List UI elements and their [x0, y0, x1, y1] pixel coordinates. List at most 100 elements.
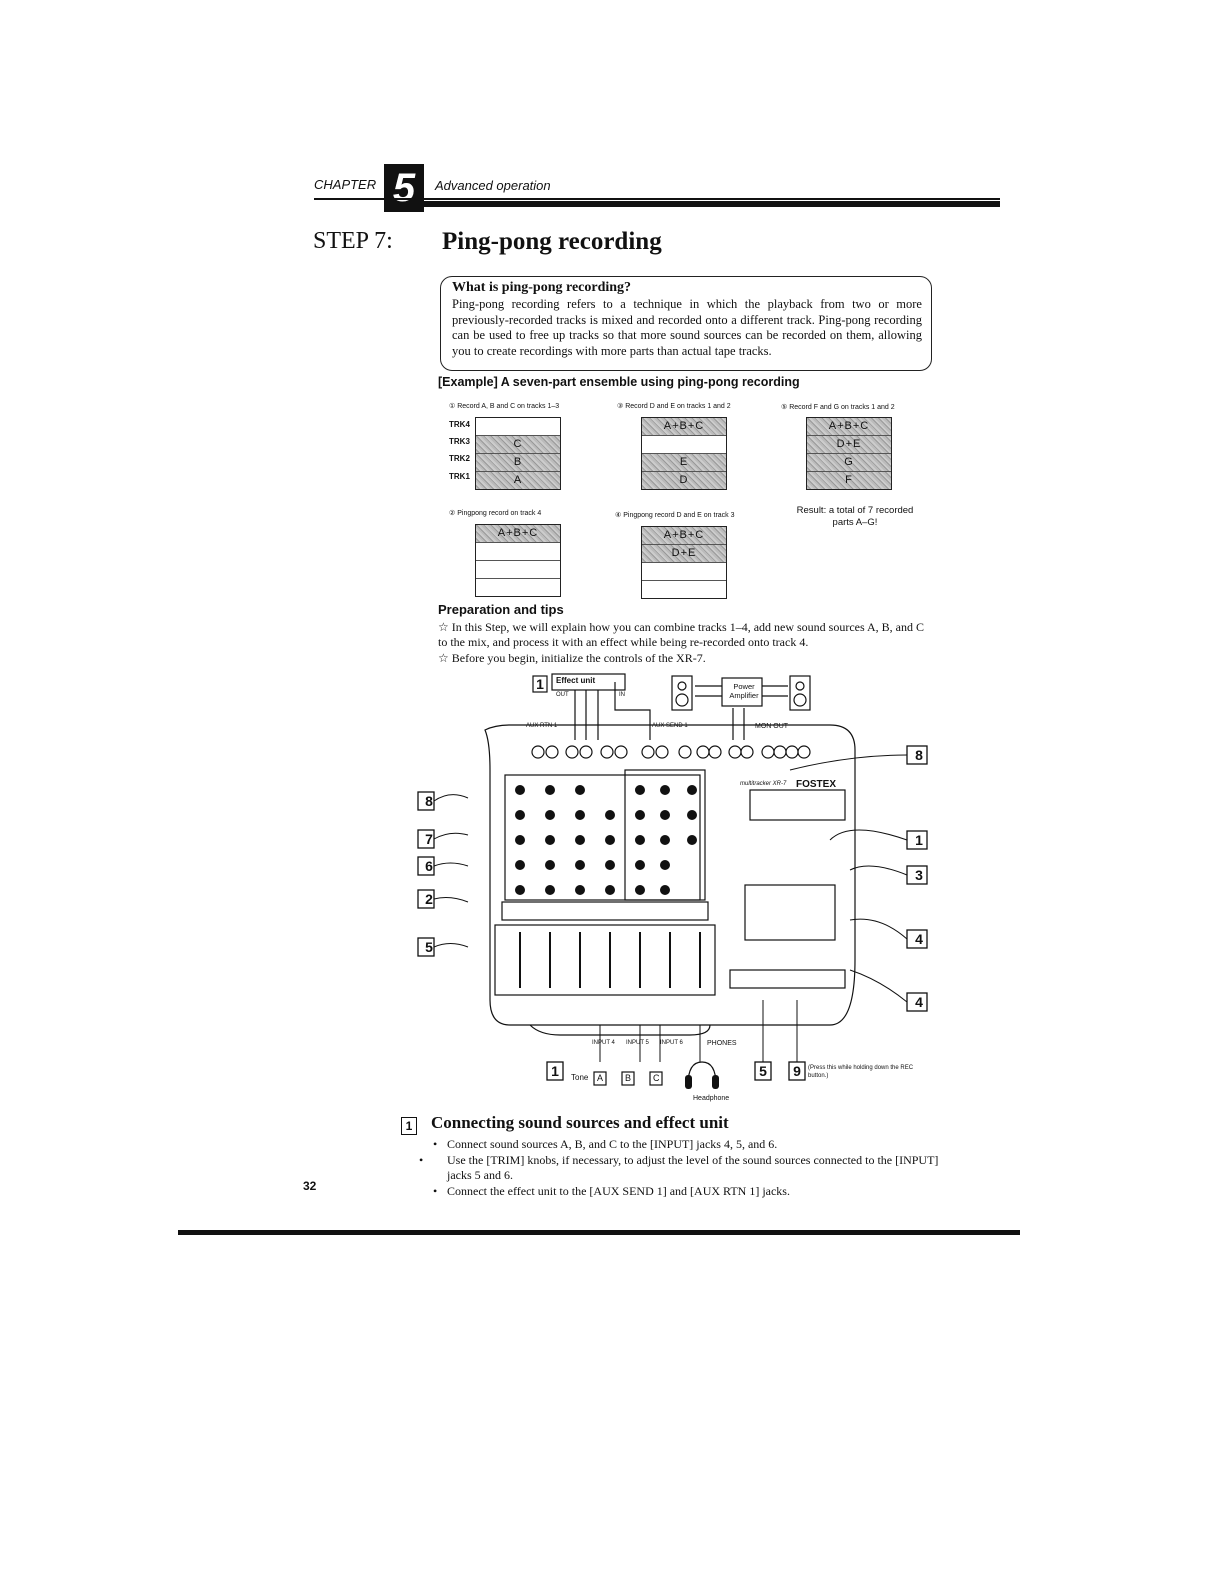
- callout-number: 4: [915, 931, 923, 947]
- track-row: A+B+C: [642, 418, 726, 435]
- source-c-box: [649, 1071, 663, 1086]
- callout-number: 5: [425, 939, 433, 955]
- callout-number: 1: [551, 1063, 559, 1079]
- track-row: A: [476, 471, 560, 489]
- track-diagram: A+B+C: [475, 524, 561, 597]
- in-label: IN: [619, 692, 625, 698]
- track-row: A+B+C: [807, 418, 891, 435]
- jack-row: [531, 745, 811, 759]
- track-row: C: [476, 435, 560, 453]
- aux-rtn-label: AUX RTN 1: [526, 723, 558, 729]
- callout-number: 8: [425, 793, 433, 809]
- fader-section: [494, 924, 716, 996]
- callout-number: 7: [425, 831, 433, 847]
- prep-tip: ☆ Before you begin, initialize the contr…: [438, 651, 706, 665]
- prep-heading: Preparation and tips: [438, 602, 564, 617]
- track-row: [476, 418, 560, 435]
- track-label: TRK1: [449, 472, 470, 481]
- callout-number: 1: [536, 676, 544, 692]
- track-row: E: [642, 453, 726, 471]
- section-title: Connecting sound sources and effect unit: [431, 1113, 729, 1132]
- track-diagram: A+B+C E D: [641, 417, 727, 490]
- page-number: 32: [303, 1179, 317, 1193]
- effect-unit-box: [551, 673, 626, 691]
- step-label: STEP 7:: [313, 228, 393, 254]
- track-label: TRK4: [449, 420, 470, 429]
- callout-number: 3: [915, 867, 923, 883]
- track-row: A+B+C: [476, 525, 560, 542]
- callout-number: 5: [759, 1063, 767, 1079]
- callout-number: 2: [425, 891, 433, 907]
- source-b-label: B: [625, 1073, 632, 1083]
- tone-label: Tone: [571, 1073, 589, 1082]
- info-box-title: What is ping-pong recording?: [452, 280, 632, 295]
- channel-knobs: [504, 769, 706, 901]
- tape-window: [749, 789, 846, 821]
- track-diagram: A+B+C D+E G F: [806, 417, 892, 490]
- track-row: A+B+C: [642, 527, 726, 544]
- power-amplifier-box: [721, 677, 763, 707]
- bullet-text: Connect sound sources A, B, and C to the…: [447, 1137, 778, 1151]
- info-box-text: Ping-pong recording refers to a techniqu…: [452, 297, 922, 358]
- mixer-diagram: [417, 673, 928, 1089]
- effect-unit-label: Effect unit: [556, 676, 596, 685]
- callout-box: [532, 675, 548, 693]
- track-diagram: C B A: [475, 417, 561, 490]
- callouts: [417, 745, 928, 1081]
- power-amplifier-label: Power Amplifier: [729, 682, 759, 700]
- track-label: TRK3: [449, 437, 470, 446]
- prep-tip: ☆ In this Step, we will explain how you …: [438, 620, 925, 649]
- input-label: INPUT 6: [660, 1040, 683, 1046]
- track-row: B: [476, 453, 560, 471]
- track-row: [476, 560, 560, 578]
- bullet-text: Connect the effect unit to the [AUX SEND…: [447, 1184, 790, 1198]
- input-label: INPUT 5: [626, 1040, 649, 1046]
- source-a-box: [593, 1071, 607, 1086]
- faders: [519, 932, 701, 988]
- track-row: [642, 580, 726, 598]
- mon-out-label: MON OUT: [755, 723, 789, 730]
- brand-logo: FOSTEX: [796, 779, 837, 790]
- example-heading: [Example] A seven-part ensemble using pi…: [438, 375, 800, 389]
- leader-lines: [433, 754, 908, 1070]
- phones-label: PHONES: [707, 1040, 737, 1047]
- track-diagram: A+B+C D+E: [641, 526, 727, 599]
- track-row: [642, 562, 726, 580]
- source-a-label: A: [597, 1073, 604, 1083]
- source-c-label: C: [653, 1073, 660, 1083]
- chapter-word: CHAPTER: [314, 177, 377, 192]
- footer-rule: [178, 1230, 1020, 1235]
- button-row: [501, 901, 709, 921]
- bullet-item: •Use the [TRIM] knobs, if necessary, to …: [419, 1153, 939, 1182]
- track-row: D+E: [807, 435, 891, 453]
- display-panel: [744, 884, 836, 941]
- out-label: OUT: [556, 692, 569, 698]
- rec-note: (Press this while holding down the REC b…: [808, 1065, 914, 1079]
- headphone-label: Headphone: [693, 1095, 730, 1102]
- bullet-item: •Connect sound sources A, B, and C to th…: [433, 1137, 778, 1151]
- callout-number: 4: [915, 994, 923, 1010]
- model-label: multitracker XR-7: [740, 781, 787, 787]
- example-step-caption: ⑤ Record F and G on tracks 1 and 2: [781, 404, 895, 411]
- input-label: INPUT 4: [592, 1040, 615, 1046]
- speaker-icon: [671, 675, 693, 711]
- bullet-text: Use the [TRIM] knobs, if necessary, to a…: [447, 1153, 939, 1182]
- callout-number: 8: [915, 747, 923, 763]
- example-step-caption: ① Record A, B and C on tracks 1–3: [449, 403, 560, 410]
- headphone-icon: [687, 1061, 717, 1086]
- transport-buttons: [729, 969, 846, 989]
- chapter-title: Advanced operation: [435, 178, 551, 193]
- track-label: TRK2: [449, 454, 470, 463]
- track-row: [642, 435, 726, 453]
- aux-send-label: AUX SEND 1: [652, 723, 688, 729]
- callout-number: 1: [915, 832, 923, 848]
- example-step-caption: ② Pingpong record on track 4: [449, 510, 542, 517]
- track-row: [476, 542, 560, 560]
- knob-dots: [515, 785, 697, 895]
- example-step-caption: ③ Record D and E on tracks 1 and 2: [617, 403, 731, 410]
- example-step-caption: ④ Pingpong record D and E on track 3: [615, 512, 735, 519]
- speaker-icon: [789, 675, 811, 711]
- track-row: F: [807, 471, 891, 489]
- section-number: 1: [401, 1117, 417, 1135]
- source-b-box: [621, 1071, 635, 1086]
